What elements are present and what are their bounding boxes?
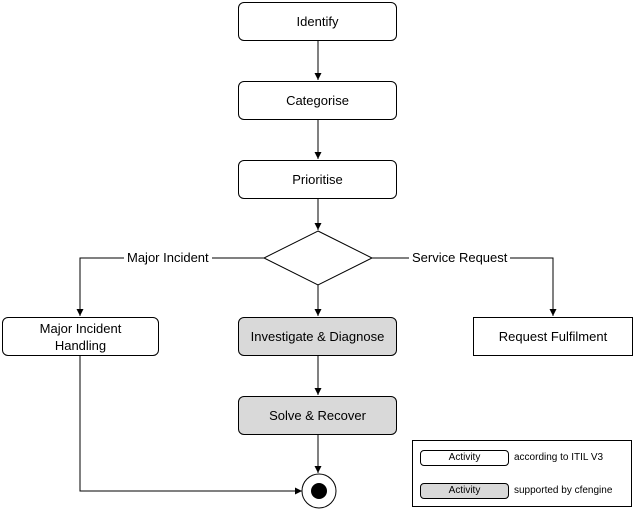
legend-swatch-itil: Activity bbox=[420, 450, 509, 466]
node-investigate-diagnose: Investigate & Diagnose bbox=[238, 317, 397, 356]
node-solve-recover: Solve & Recover bbox=[238, 396, 397, 435]
node-categorise: Categorise bbox=[238, 81, 397, 120]
edge-label-major-incident: Major Incident bbox=[124, 250, 212, 265]
legend: Activity according to ITIL V3 Activity s… bbox=[412, 440, 632, 507]
node-major-incident-handling: Major Incident Handling bbox=[2, 317, 159, 356]
node-identify: Identify bbox=[238, 2, 397, 41]
node-request-fulfilment: Request Fulfilment bbox=[473, 317, 633, 356]
legend-text-cfengine: supported by cfengine bbox=[514, 485, 613, 496]
node-prioritise-label: Prioritise bbox=[292, 172, 343, 187]
edge-label-service-request: Service Request bbox=[409, 250, 511, 265]
node-investigate-diagnose-label: Investigate & Diagnose bbox=[250, 329, 385, 344]
edge-decision-service-request bbox=[372, 257, 557, 316]
edge-major-incident-end bbox=[79, 356, 302, 495]
end-node-inner bbox=[311, 483, 327, 499]
node-identify-label: Identify bbox=[296, 14, 339, 29]
node-request-fulfilment-label: Request Fulfilment bbox=[498, 329, 608, 344]
legend-text-itil: according to ITIL V3 bbox=[514, 452, 604, 463]
node-solve-recover-label: Solve & Recover bbox=[269, 408, 366, 423]
edge-decision-major-incident bbox=[76, 257, 264, 316]
legend-swatch-cfengine: Activity bbox=[420, 483, 509, 499]
node-prioritise: Prioritise bbox=[238, 160, 397, 199]
decision-diamond bbox=[262, 230, 374, 286]
node-categorise-label: Categorise bbox=[286, 93, 349, 108]
node-major-incident-handling-label: Major Incident Handling bbox=[39, 320, 122, 353]
